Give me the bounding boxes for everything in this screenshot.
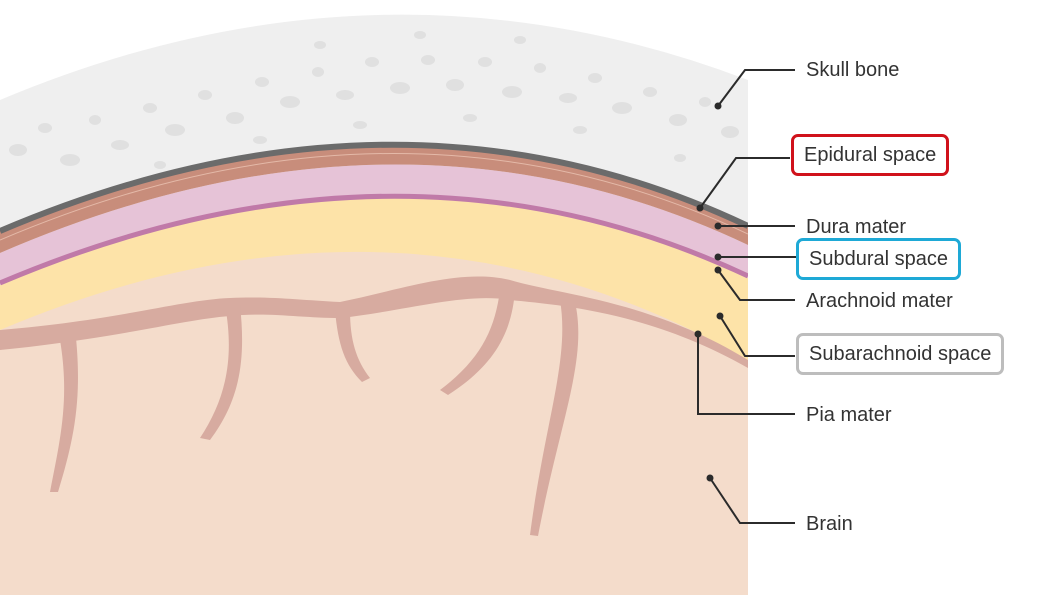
label-skull-bone: Skull bone xyxy=(806,59,900,81)
label-arachnoid-mater: Arachnoid mater xyxy=(806,290,953,312)
leader-dots xyxy=(694,102,724,482)
leader-dot-subdural-space xyxy=(714,253,722,261)
label-epidural-space: Epidural space xyxy=(791,134,950,176)
skull-bone-layer xyxy=(0,14,748,230)
leader-lines xyxy=(697,69,797,524)
leader-dot-arachnoid-mater xyxy=(714,266,722,274)
brain-layer xyxy=(0,235,748,595)
leader-dot-pia-mater xyxy=(694,330,702,338)
leader-arachnoid-mater xyxy=(717,269,795,301)
bone-texture xyxy=(9,31,739,169)
leader-dot-epidural-space xyxy=(696,204,704,212)
arachnoid-mater-layer xyxy=(0,164,748,285)
pia-mater-layer xyxy=(0,276,748,536)
label-pia-mater: Pia mater xyxy=(806,404,892,426)
dura-mater-outer-line xyxy=(0,141,748,234)
leader-brain xyxy=(709,477,795,524)
leader-dot-subarachnoid-space xyxy=(716,312,724,320)
label-subdural-space: Subdural space xyxy=(796,238,961,280)
leader-dot-skull-bone xyxy=(714,102,722,110)
leader-dot-dura-mater xyxy=(714,222,722,230)
leader-skull-bone xyxy=(717,69,795,107)
leader-subarachnoid-space xyxy=(719,315,795,357)
label-subarachnoid-space: Subarachnoid space xyxy=(796,333,1005,375)
leader-epidural-space xyxy=(699,157,790,209)
label-dura-mater: Dura mater xyxy=(806,216,907,238)
label-brain: Brain xyxy=(806,513,853,535)
leader-pia-mater xyxy=(697,334,795,415)
arachnoid-mater-edge xyxy=(0,193,748,286)
dura-mater-fibers xyxy=(0,152,748,241)
subarachnoid-space-layer xyxy=(0,198,748,360)
leader-dot-brain xyxy=(706,474,714,482)
